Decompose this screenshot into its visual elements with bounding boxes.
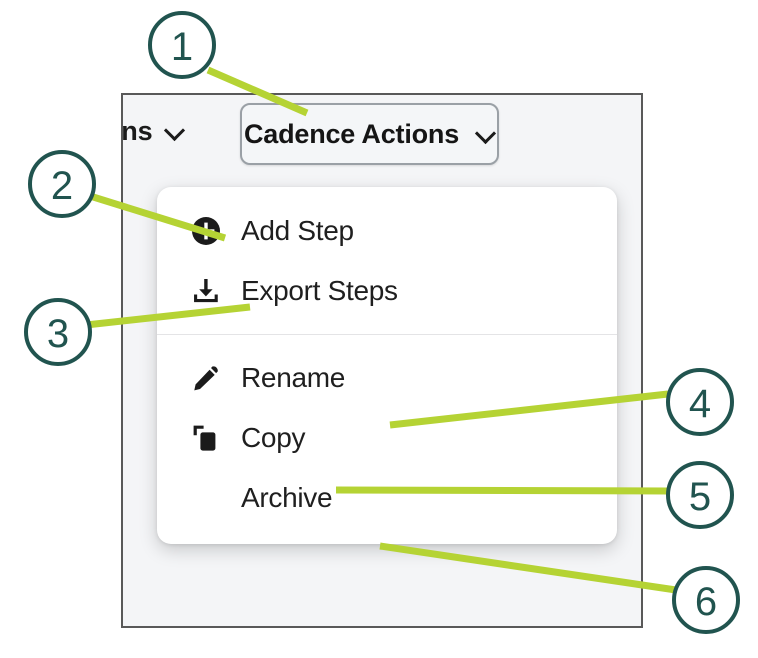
- menu-item-rename[interactable]: Rename: [157, 348, 617, 408]
- cadence-actions-label: Cadence Actions: [243, 118, 460, 149]
- menu-item-archive[interactable]: Archive: [157, 468, 617, 528]
- callout-number-4: 4: [689, 382, 711, 426]
- callout-circle-4: [666, 368, 734, 436]
- copy-icon: [189, 421, 223, 455]
- partial-options-dropdown-label: ons: [121, 116, 153, 146]
- menu-item-label: Archive: [241, 482, 333, 513]
- menu-item-label: Rename: [241, 362, 346, 393]
- callout-number-6: 6: [695, 580, 717, 624]
- callout-number-2: 2: [51, 164, 73, 208]
- menu-item-export-steps[interactable]: Export Steps: [157, 261, 617, 321]
- callout-number-1: 1: [171, 25, 193, 69]
- menu-item-label: Add Step: [241, 215, 354, 246]
- menu-item-label: Copy: [241, 422, 306, 453]
- callout-number-5: 5: [689, 475, 711, 519]
- cadence-actions-menu: Add Step Export Steps Rename: [157, 187, 617, 544]
- callout-circle-1: [148, 11, 216, 79]
- callout-circle-6: [672, 566, 740, 634]
- callout-circle-3: [24, 298, 92, 366]
- app-toolbar: ons Cadence Actions: [123, 95, 641, 173]
- menu-item-copy[interactable]: Copy: [157, 408, 617, 468]
- chevron-down-icon: [476, 125, 495, 144]
- cadence-actions-button[interactable]: Cadence Actions: [240, 103, 499, 165]
- app-screenshot-frame: ons Cadence Actions Add Step: [121, 93, 643, 628]
- callout-circle-2: [28, 150, 96, 218]
- callout-number-3: 3: [47, 312, 69, 356]
- menu-item-add-step[interactable]: Add Step: [157, 201, 617, 261]
- download-icon: [189, 274, 223, 308]
- chevron-down-icon: [165, 122, 184, 141]
- callout-circle-5: [666, 461, 734, 529]
- pencil-icon: [189, 361, 223, 395]
- plus-circle-icon: [189, 214, 223, 248]
- partial-options-dropdown[interactable]: ons: [121, 116, 184, 147]
- menu-item-label: Export Steps: [241, 275, 398, 306]
- menu-divider: [157, 334, 617, 335]
